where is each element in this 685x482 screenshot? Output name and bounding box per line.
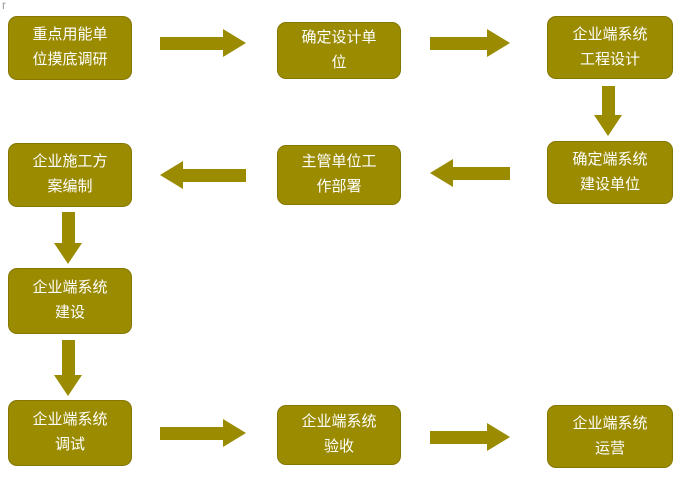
node-work-deployment: 主管单位工作部署 xyxy=(277,145,401,205)
arrow-survey-to-design-unit xyxy=(160,29,246,57)
node-design-unit: 确定设计单位 xyxy=(277,22,401,79)
arrow-design-unit-to-system-design xyxy=(430,29,510,57)
arrow-shaft xyxy=(453,166,510,180)
arrow-shaft xyxy=(430,36,487,50)
stray-corner-mark: r xyxy=(2,0,6,12)
arrow-head-icon xyxy=(54,243,82,264)
node-system-acceptance: 企业端系统验收 xyxy=(277,405,401,465)
arrow-construction-unit-to-work-deployment xyxy=(430,159,510,187)
arrow-head-icon xyxy=(487,29,510,57)
arrow-system-debug-to-system-acceptance xyxy=(160,419,246,447)
arrow-system-build-to-system-debug xyxy=(54,340,82,396)
arrow-shaft xyxy=(160,426,223,440)
node-system-operation: 企业端系统运营 xyxy=(547,405,673,468)
node-construction-plan: 企业施工方案编制 xyxy=(8,143,132,207)
arrow-construction-plan-to-system-build xyxy=(54,212,82,264)
arrow-head-icon xyxy=(487,423,510,451)
node-system-design: 企业端系统工程设计 xyxy=(547,16,673,79)
arrow-head-icon xyxy=(160,161,183,189)
node-system-build: 企业端系统建设 xyxy=(8,268,132,334)
arrow-work-deployment-to-construction-plan xyxy=(160,161,246,189)
arrow-head-icon xyxy=(430,159,453,187)
node-construction-unit: 确定端系统建设单位 xyxy=(547,141,673,204)
arrow-head-icon xyxy=(223,419,246,447)
arrow-shaft xyxy=(430,430,487,444)
arrow-shaft xyxy=(601,86,615,115)
arrow-system-acceptance-to-system-operation xyxy=(430,423,510,451)
arrow-head-icon xyxy=(223,29,246,57)
arrow-system-design-to-construction-unit xyxy=(594,86,622,136)
arrow-head-icon xyxy=(594,115,622,136)
arrow-shaft xyxy=(61,340,75,375)
arrow-shaft xyxy=(183,168,246,182)
arrow-shaft xyxy=(160,36,223,50)
arrow-shaft xyxy=(61,212,75,243)
node-system-debug: 企业端系统调试 xyxy=(8,400,132,466)
arrow-head-icon xyxy=(54,375,82,396)
node-survey: 重点用能单位摸底调研 xyxy=(8,16,132,80)
